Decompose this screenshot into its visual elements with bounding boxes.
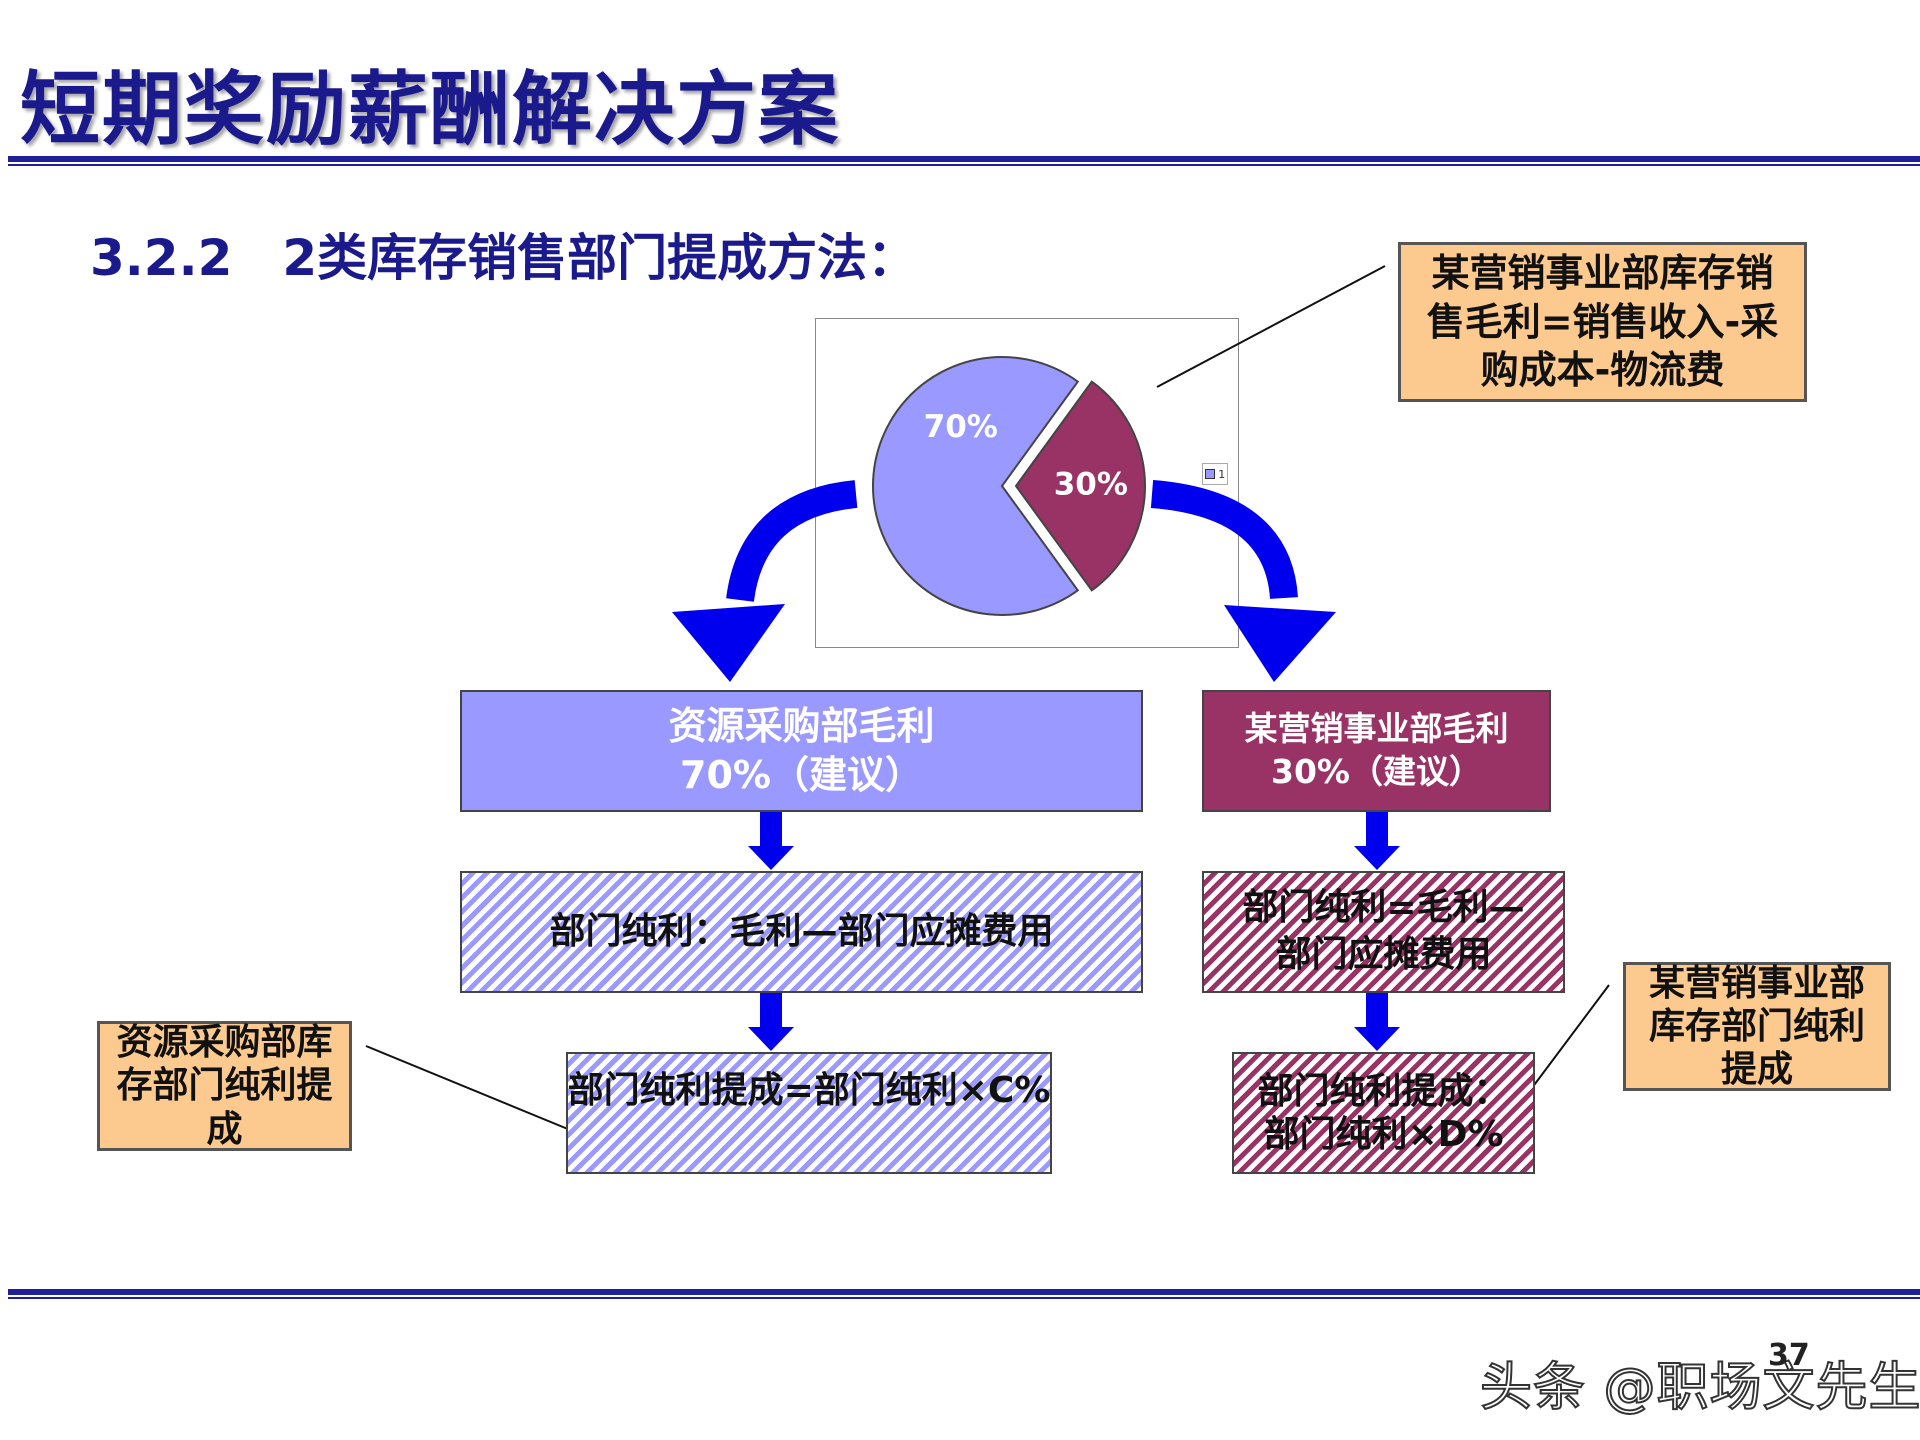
down-arrow-left-1 (748, 812, 794, 870)
bottom-divider (8, 1289, 1920, 1295)
down-arrow-right-1 (1354, 812, 1400, 870)
pie-chart: 70% 30% (871, 356, 1146, 616)
marketing-commission-box: 部门纯利提成： 部门纯利×D% (1232, 1052, 1535, 1174)
bottom-divider-thin (8, 1297, 1920, 1299)
curved-arrow-left-shaft (726, 480, 858, 603)
top-divider-thin (8, 164, 1920, 166)
marketing-net-profit-line1: 部门纯利=毛利— (1242, 887, 1525, 929)
marketing-gross-profit-share: 30%（建议） (1271, 752, 1482, 791)
curved-arrow-right-head (1224, 605, 1336, 682)
marketing-net-profit-line2: 部门应摊费用 (1275, 934, 1492, 975)
legend-label: 1 (1218, 467, 1226, 481)
top-divider (8, 156, 1920, 162)
marketing-net-profit-box: 部门纯利=毛利— 部门应摊费用 (1202, 871, 1565, 993)
procurement-net-profit-box: 部门纯利：毛利—部门应摊费用 (460, 871, 1143, 993)
page-number: 37 (1768, 1338, 1810, 1373)
callout-procurement-commission: 资源采购部库存部门纯利提成 (97, 1021, 352, 1151)
marketing-gross-profit-title: 某营销事业部毛利 (1244, 709, 1509, 749)
callout-marketing-commission: 某营销事业部库存部门纯利提成 (1623, 962, 1891, 1091)
pie-slice-major-label: 70% (924, 409, 998, 445)
callout-gross-profit-formula: 某营销事业部库存销售毛利=销售收入-采购成本-物流费 (1398, 242, 1807, 402)
pie-legend: 1 (1202, 463, 1228, 485)
pie-slice-minor (1014, 380, 1146, 592)
watermark: 头条 @职场文先生 (1479, 1357, 1920, 1419)
curved-arrow-left-head (672, 604, 785, 682)
procurement-gross-profit-share: 70%（建议） (680, 753, 923, 797)
down-arrow-left-2 (748, 993, 794, 1051)
marketing-commission-line1: 部门纯利提成： (1257, 1070, 1510, 1112)
procurement-gross-profit-box: 资源采购部毛利 70%（建议） (460, 690, 1143, 812)
procurement-gross-profit-title: 资源采购部毛利 (668, 703, 935, 748)
down-arrow-right-2 (1354, 993, 1400, 1051)
procurement-commission-box: 部门纯利提成=部门纯利×C% (566, 1052, 1052, 1174)
slide-title: 短期奖励薪酬解决方案 (20, 63, 840, 156)
marketing-gross-profit-box: 某营销事业部毛利 30%（建议） (1202, 690, 1551, 812)
legend-swatch (1204, 469, 1215, 479)
pie-slice-minor-label: 30% (1054, 467, 1128, 503)
marketing-commission-line2: 部门纯利×D% (1263, 1114, 1504, 1155)
callout-left-leader (365, 1045, 598, 1142)
section-heading: 3.2.2 2类库存销售部门提成方法： (90, 229, 918, 287)
callout-top-leader (1156, 265, 1386, 388)
procurement-commission-formula: 部门纯利提成=部门纯利×C% (567, 1070, 1051, 1111)
curved-arrow-right-shaft (1150, 480, 1298, 600)
procurement-net-profit-formula: 部门纯利：毛利—部门应摊费用 (549, 910, 1054, 952)
pie-slice-major (871, 356, 1080, 616)
